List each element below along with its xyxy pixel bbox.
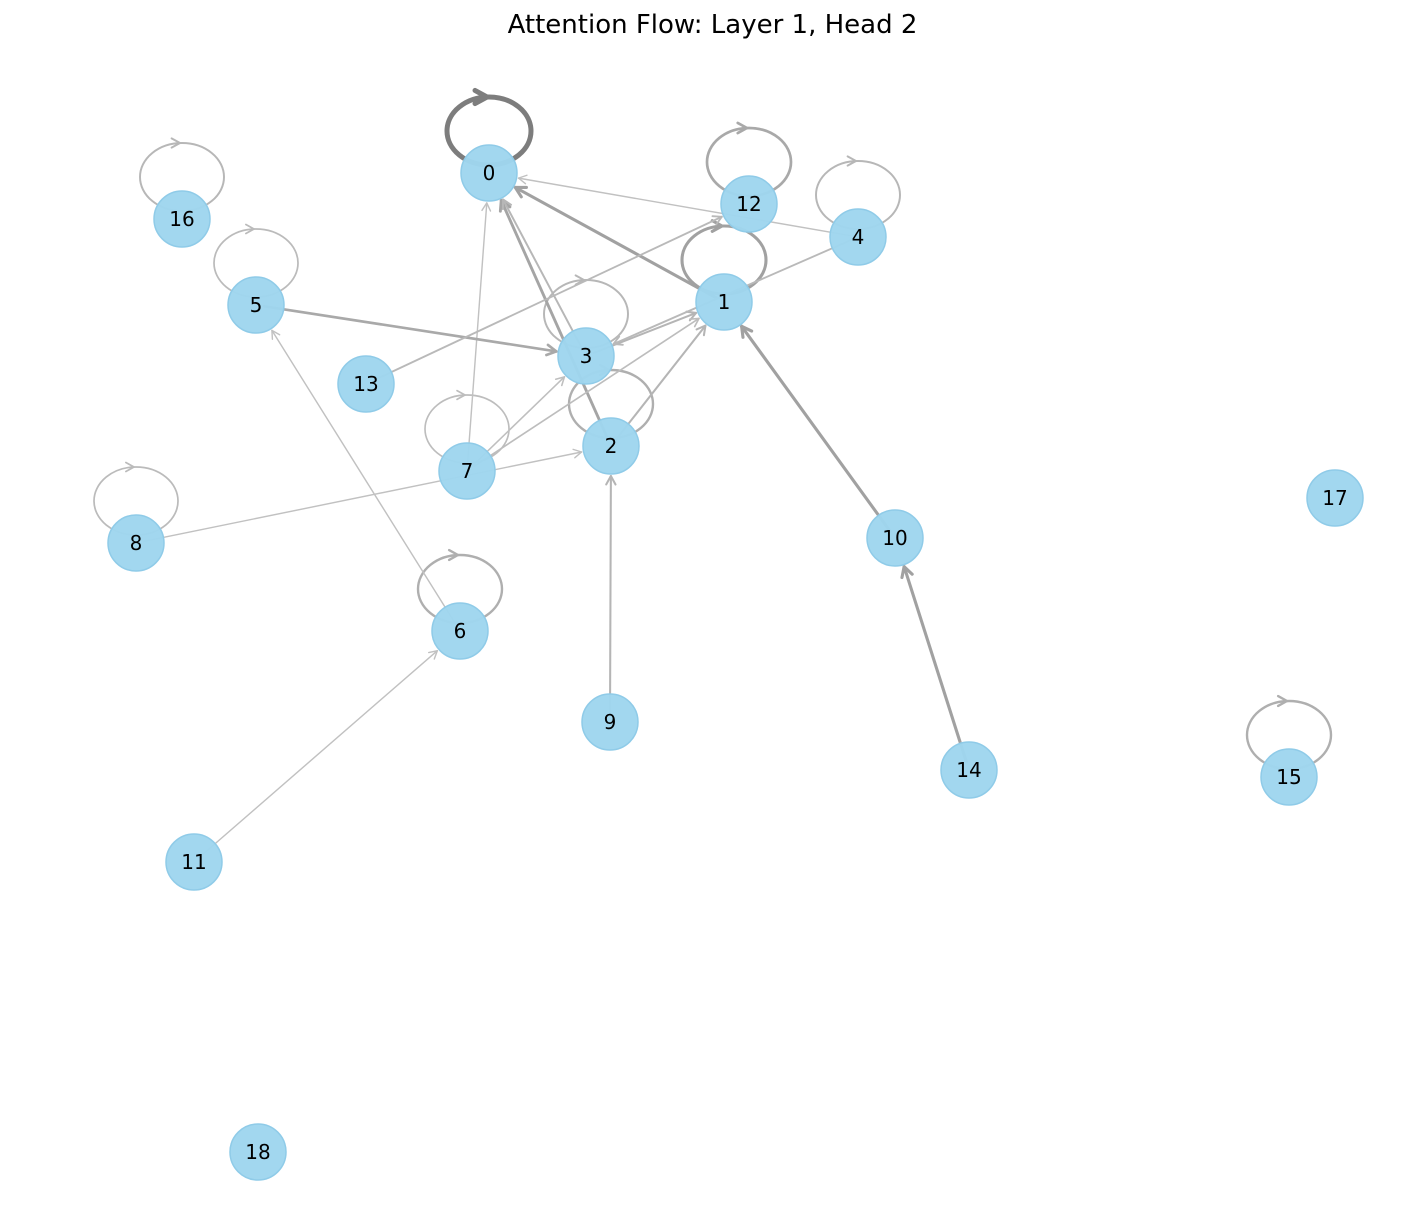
node-circle [460, 144, 518, 202]
edge-10-1 [740, 324, 892, 533]
node-8: 8 [107, 514, 165, 572]
node-16: 16 [153, 190, 211, 248]
edge-7-0 [466, 202, 492, 464]
node-label: 14 [956, 758, 981, 782]
node-circle [229, 1123, 287, 1181]
node-15: 15 [1260, 748, 1318, 806]
node-label: 4 [852, 225, 865, 249]
node-2: 2 [582, 417, 640, 475]
node-circle [107, 514, 165, 572]
edge-3-0 [501, 198, 584, 350]
node-circle [866, 509, 924, 567]
node-label: 18 [245, 1140, 270, 1164]
node-circle [165, 833, 223, 891]
node-label: 10 [882, 526, 907, 550]
edge-4-0 [517, 174, 851, 237]
node-label: 6 [454, 619, 467, 643]
node-3: 3 [557, 327, 615, 385]
node-label: 15 [1276, 765, 1301, 789]
node-circle [557, 327, 615, 385]
node-1: 1 [695, 273, 753, 331]
edge-6-5 [271, 329, 457, 625]
node-circle [1260, 748, 1318, 806]
edge-7-3 [472, 376, 566, 466]
node-label: 13 [353, 372, 378, 396]
edge-8-2 [143, 448, 583, 543]
node-circle [695, 273, 753, 331]
node-label: 12 [736, 192, 761, 216]
node-11: 11 [165, 833, 223, 891]
node-circle [337, 355, 395, 413]
node-circle [153, 190, 211, 248]
edge-9-2 [605, 474, 617, 715]
edge-14-10 [900, 565, 969, 764]
node-18: 18 [229, 1123, 287, 1181]
node-label: 8 [130, 531, 143, 555]
node-label: 17 [1322, 486, 1347, 510]
node-label: 3 [580, 344, 593, 368]
node-0: 0 [460, 144, 518, 202]
node-circle [940, 741, 998, 799]
edge-11-6 [199, 649, 439, 858]
edge-2-0 [498, 198, 610, 440]
edge-7-1 [473, 317, 700, 468]
node-circle [227, 276, 285, 334]
node-6: 6 [431, 602, 489, 660]
node-circle [1306, 469, 1364, 527]
edge-2-1 [615, 324, 707, 441]
chart-title: Attention Flow: Layer 1, Head 2 [507, 10, 918, 40]
node-5: 5 [227, 276, 285, 334]
edge-13-12 [372, 215, 723, 382]
node-9: 9 [581, 693, 639, 751]
node-circle [581, 693, 639, 751]
node-13: 13 [337, 355, 395, 413]
node-label: 2 [605, 434, 618, 458]
node-circle [829, 208, 887, 266]
node-circle [431, 602, 489, 660]
node-12: 12 [720, 175, 778, 233]
edge-1-0 [513, 185, 719, 300]
node-17: 17 [1306, 469, 1364, 527]
node-label: 5 [250, 293, 263, 317]
node-7: 7 [438, 442, 496, 500]
node-circle [438, 442, 496, 500]
node-10: 10 [866, 509, 924, 567]
node-label: 9 [604, 710, 617, 734]
node-label: 1 [718, 290, 731, 314]
node-14: 14 [940, 741, 998, 799]
node-label: 16 [169, 207, 194, 231]
edge-5-3 [262, 304, 558, 357]
node-label: 7 [461, 459, 474, 483]
edges-layer [93, 87, 1333, 858]
node-4: 4 [829, 208, 887, 266]
node-label: 11 [181, 850, 206, 874]
node-circle [582, 417, 640, 475]
node-label: 0 [483, 161, 496, 185]
node-circle [720, 175, 778, 233]
